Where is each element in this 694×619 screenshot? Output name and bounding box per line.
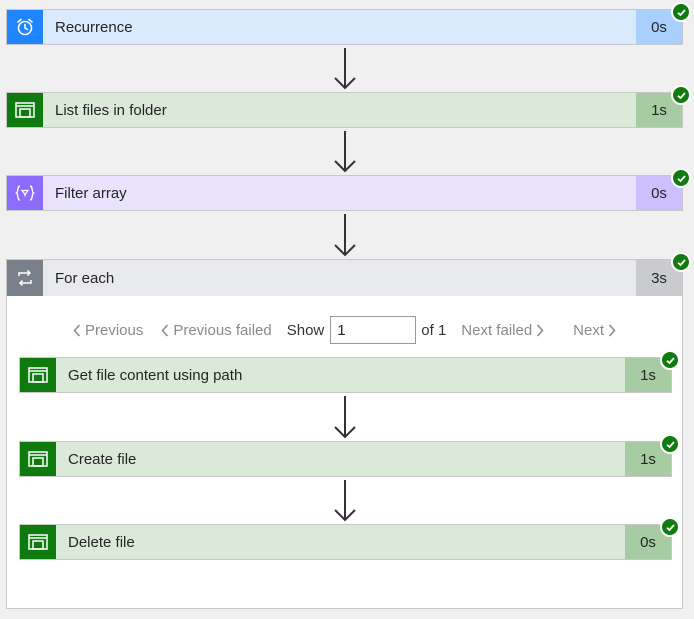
step-filter-array[interactable]: Filter array 0s xyxy=(6,175,683,211)
chevron-left-icon xyxy=(161,323,169,337)
previous-failed-button[interactable]: Previous failed xyxy=(157,321,272,339)
of-count-label: of 1 xyxy=(421,321,447,339)
step-recurrence[interactable]: Recurrence 0s xyxy=(6,9,683,45)
arrow-down-icon xyxy=(334,214,356,257)
step-title: Filter array xyxy=(55,184,127,202)
iteration-pager: Previous Previous failed Show of 1 Next … xyxy=(7,316,682,344)
foreach-header[interactable]: For each 3s xyxy=(7,260,682,296)
step-duration: 0s xyxy=(636,10,682,44)
alarm-clock-icon xyxy=(7,10,43,44)
action-title: Create file xyxy=(68,450,137,468)
action-delete-file[interactable]: Delete file 0s xyxy=(19,524,672,560)
chevron-right-icon xyxy=(608,323,616,337)
arrow-down-icon xyxy=(334,131,356,173)
loop-icon xyxy=(7,260,43,296)
check-circle-icon xyxy=(671,252,691,272)
step-title: Recurrence xyxy=(55,18,133,36)
previous-button[interactable]: Previous xyxy=(69,322,143,339)
filter-braces-icon xyxy=(7,176,43,210)
chevron-right-icon xyxy=(537,323,544,337)
next-label: Next xyxy=(573,321,605,339)
chevron-left-icon xyxy=(73,323,81,337)
next-failed-button[interactable]: Next failed xyxy=(461,322,548,339)
step-list-files[interactable]: List files in folder 1s xyxy=(6,92,683,128)
action-title: Get file content using path xyxy=(68,366,243,384)
action-title: Delete file xyxy=(68,533,135,551)
next-failed-label: Next failed xyxy=(461,321,533,339)
sharepoint-folder-icon xyxy=(20,358,56,392)
iteration-input[interactable] xyxy=(330,316,417,344)
previous-failed-label: Previous failed xyxy=(173,321,272,339)
action-create-file[interactable]: Create file 1s xyxy=(19,441,672,477)
check-circle-icon xyxy=(660,434,680,454)
check-circle-icon xyxy=(671,168,691,188)
next-button[interactable]: Next xyxy=(573,322,620,339)
step-title: List files in folder xyxy=(55,101,167,119)
arrow-down-icon xyxy=(334,480,356,522)
check-circle-icon xyxy=(671,85,691,105)
arrow-down-icon xyxy=(334,48,356,90)
sharepoint-folder-icon xyxy=(7,93,43,127)
foreach-title: For each xyxy=(55,269,115,287)
sharepoint-folder-icon xyxy=(20,525,56,559)
previous-label: Previous xyxy=(84,321,144,339)
sharepoint-folder-icon xyxy=(20,442,56,476)
action-get-file-content[interactable]: Get file content using path 1s xyxy=(19,357,672,393)
arrow-down-icon xyxy=(334,396,356,439)
show-label: Show xyxy=(286,321,325,339)
check-circle-icon xyxy=(660,350,680,370)
check-circle-icon xyxy=(660,517,680,537)
check-circle-icon xyxy=(671,2,691,22)
